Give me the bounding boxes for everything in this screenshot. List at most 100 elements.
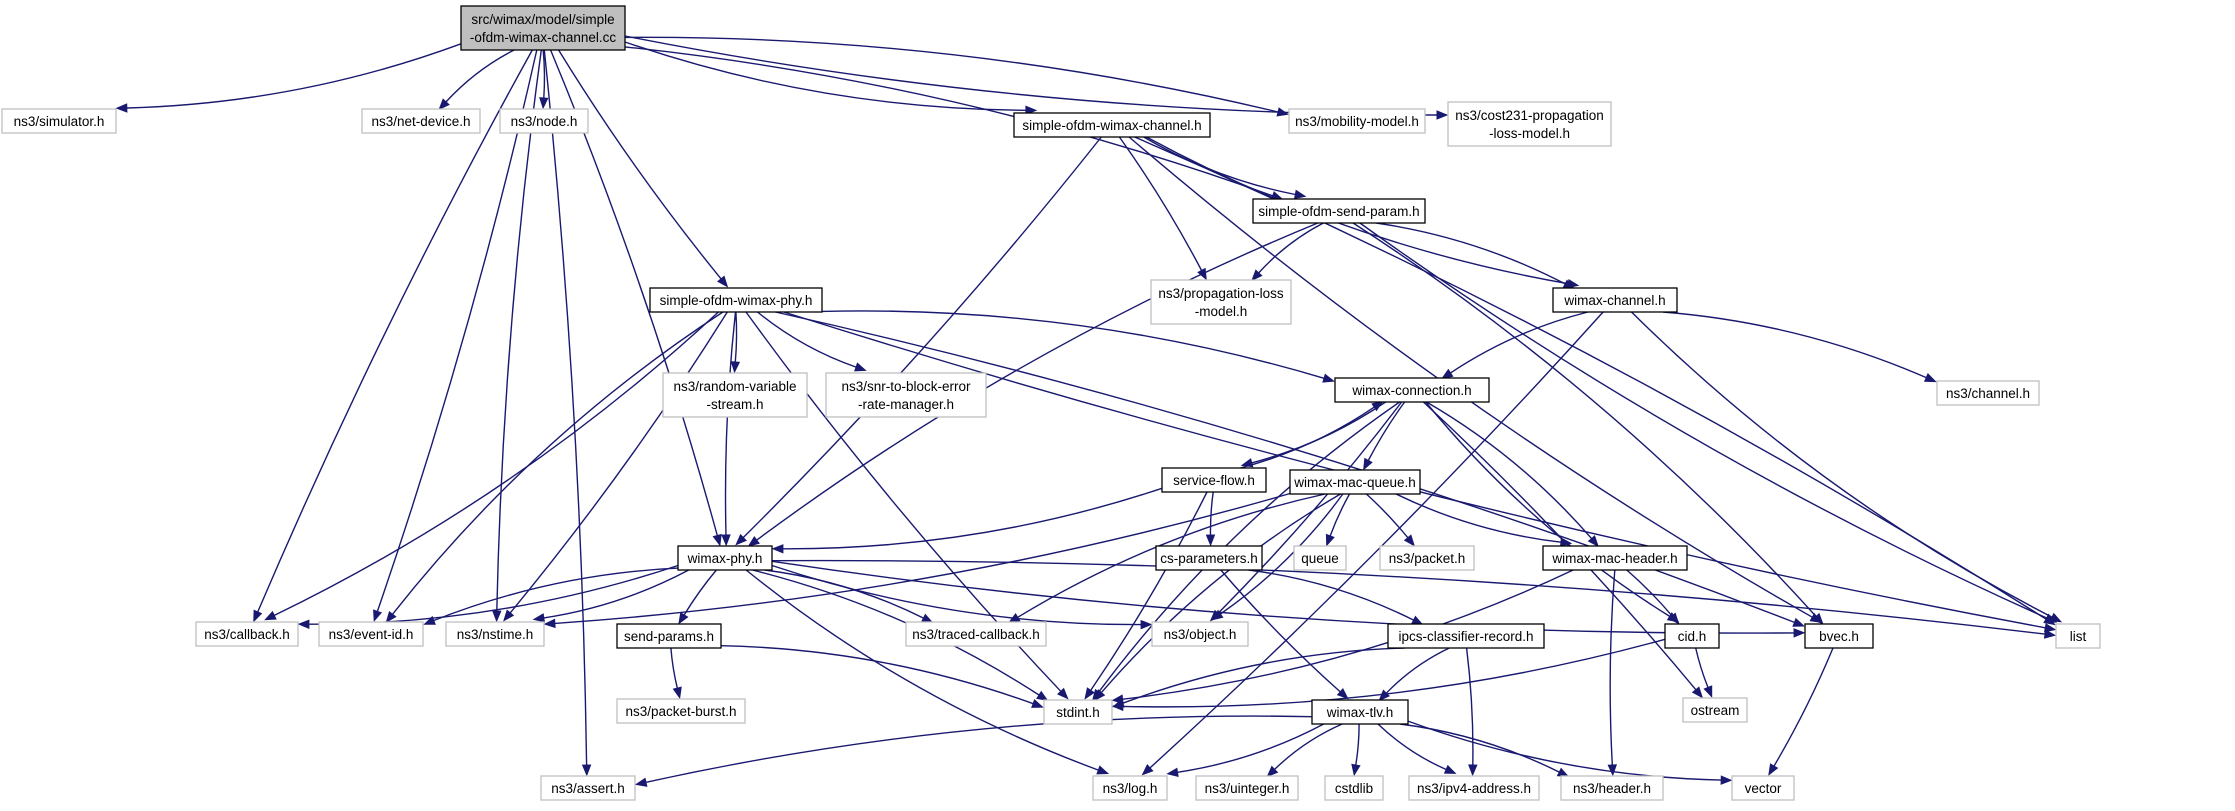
edge-sflow-to-stdint-arrowhead <box>1084 687 1095 700</box>
edge-wmh-to-header-arrowhead <box>1607 764 1618 777</box>
edge-wtlv-to-vector-arrowhead <box>1720 775 1733 785</box>
edge-sendparam-to-wphy <box>756 222 1319 541</box>
edge-cid-to-stdint <box>1122 638 1666 708</box>
edge-root-to-cost231 <box>624 35 1438 116</box>
node-sendparams-box <box>616 623 722 649</box>
node-bvec[interactable]: bvec.h <box>1804 623 1874 649</box>
node-assert-label: ns3/assert.h <box>551 781 625 796</box>
node-ipcs[interactable]: ipcs-classifier-record.h <box>1387 623 1545 649</box>
node-wchannel[interactable]: wimax-channel.h <box>1552 287 1678 313</box>
node-csparam-box <box>1155 545 1263 571</box>
edge-root-to-eventid <box>376 49 538 612</box>
edge-sowp_h-to-snr-arrowhead <box>854 362 867 372</box>
edge-root-to-eventid-arrowhead <box>373 609 383 623</box>
edge-root-to-netdevice <box>445 49 515 103</box>
edge-wmq-to-packet <box>1365 493 1409 539</box>
edge-sowc_h-to-bvec <box>1128 136 1813 618</box>
edge-root-to-node <box>542 49 546 99</box>
node-root[interactable]: src/wimax/model/simple-ofdm-wimax-channe… <box>460 5 626 51</box>
edge-sflow-to-csparam-arrowhead <box>1205 534 1216 547</box>
edge-wmh-to-cid <box>1626 569 1673 617</box>
node-header: ns3/header.h <box>1560 775 1664 801</box>
edge-wphy-to-sendparams-arrowhead <box>678 611 689 625</box>
edge-wphy-to-list <box>771 559 2046 635</box>
node-sendparams[interactable]: send-params.h <box>616 623 722 649</box>
node-nstime-label: ns3/nstime.h <box>457 627 534 642</box>
node-cid[interactable]: cid.h <box>1664 623 1720 649</box>
node-channel-box <box>1936 380 2040 406</box>
edge-wphy-to-bvec-arrowhead <box>1793 628 1806 638</box>
node-wphy[interactable]: wimax-phy.h <box>677 545 773 571</box>
graph-nodes: src/wimax/model/simple-ofdm-wimax-channe… <box>1 5 2101 801</box>
edge-root-to-simulator-arrowhead <box>115 103 128 113</box>
edge-sowc_h-to-proploss <box>1118 136 1203 271</box>
edge-wphy-to-log <box>745 569 1099 771</box>
edge-bvec-to-vector-arrowhead <box>1768 763 1779 776</box>
node-ostream-box <box>1682 697 1748 723</box>
edge-sowp_h-to-wconn-arrowhead <box>1322 373 1336 383</box>
node-netdevice: ns3/net-device.h <box>361 108 481 134</box>
edge-wmh-to-cid-arrowhead <box>1668 612 1680 625</box>
edge-wmq-to-nstime-arrowhead <box>543 618 556 629</box>
node-node-label: ns3/node.h <box>511 114 578 129</box>
node-sowc_h-box <box>1013 112 1211 138</box>
edge-wtlv-to-header <box>1399 723 1560 773</box>
node-object-label: ns3/object.h <box>1164 627 1237 642</box>
node-ipcs-label: ipcs-classifier-record.h <box>1398 629 1533 644</box>
edge-sowp_h-to-wconn <box>821 310 1325 379</box>
edge-root-to-sowp_h-arrowhead <box>717 275 729 288</box>
node-sflow[interactable]: service-flow.h <box>1161 467 1267 493</box>
edge-wphy-to-eventid <box>433 567 679 622</box>
edge-wtlv-to-assert <box>645 715 1313 783</box>
node-csparam[interactable]: cs-parameters.h <box>1155 545 1263 571</box>
edge-root-to-mobility <box>624 36 1279 113</box>
node-mobility: ns3/mobility-model.h <box>1288 108 1426 134</box>
node-proploss-label: ns3/propagation-loss <box>1158 286 1284 301</box>
node-wmh[interactable]: wimax-mac-header.h <box>1542 545 1688 571</box>
node-root-label: src/wimax/model/simple <box>471 12 614 27</box>
edge-sflow-to-csparam <box>1209 491 1214 536</box>
edge-sendparams-to-stdint <box>720 645 1034 705</box>
edge-sflow-to-wphy <box>782 487 1163 550</box>
node-sowc_h[interactable]: simple-ofdm-wimax-channel.h <box>1013 112 1211 138</box>
node-sowp_h[interactable]: simple-ofdm-wimax-phy.h <box>649 287 823 313</box>
node-packet-label: ns3/packet.h <box>1389 551 1466 566</box>
edge-sowp_h-to-snr <box>757 311 857 368</box>
node-sflow-box <box>1161 467 1267 493</box>
edge-wphy-to-sendparams <box>683 569 717 616</box>
node-wconn[interactable]: wimax-connection.h <box>1334 377 1490 403</box>
node-netdevice-label: ns3/net-device.h <box>371 114 470 129</box>
node-wtlv[interactable]: wimax-tlv.h <box>1311 699 1409 725</box>
edge-sowp_h-to-nstime-arrowhead <box>503 609 515 622</box>
node-packet: ns3/packet.h <box>1379 545 1475 571</box>
edge-sendparam-to-wchannel <box>1376 222 1566 285</box>
node-cid-label: cid.h <box>1678 629 1707 644</box>
edge-wmh-to-stdint <box>1122 569 1574 700</box>
edge-wchannel-to-wconn <box>1450 311 1589 374</box>
node-cstdlib-label: cstdlib <box>1335 781 1373 796</box>
node-list-label: list <box>2070 629 2087 644</box>
edge-root-to-assert <box>543 49 588 766</box>
node-sendparam[interactable]: simple-ofdm-send-param.h <box>1252 198 1426 224</box>
edge-wtlv-to-uinteger <box>1274 723 1343 770</box>
node-sflow-label: service-flow.h <box>1173 473 1255 488</box>
edge-root-to-callback <box>257 49 533 613</box>
node-pburst: ns3/packet-burst.h <box>616 698 746 724</box>
node-packet-box <box>1379 545 1475 571</box>
node-ipcs-box <box>1387 623 1545 649</box>
edge-wphy-to-traced <box>764 569 924 619</box>
node-proploss: ns3/propagation-loss-model.h <box>1150 279 1292 325</box>
edge-sendparams-to-pburst <box>670 647 678 689</box>
node-uinteger-label: ns3/uinteger.h <box>1205 781 1290 796</box>
node-pburst-label: ns3/packet-burst.h <box>625 704 736 719</box>
edge-wmq-to-wmh-arrowhead <box>1559 537 1573 547</box>
node-list: list <box>2055 623 2101 649</box>
node-cost231-label: ns3/cost231-propagation <box>1455 108 1604 123</box>
node-wmq[interactable]: wimax-mac-queue.h <box>1289 469 1421 495</box>
node-netdevice-box <box>361 108 481 134</box>
node-list-box <box>2055 623 2101 649</box>
node-wmh-label: wimax-mac-header.h <box>1551 551 1677 566</box>
node-wphy-box <box>677 545 773 571</box>
node-wmq-label: wimax-mac-queue.h <box>1293 475 1416 490</box>
edge-sowp_h-to-list-arrowhead <box>2043 623 2057 633</box>
